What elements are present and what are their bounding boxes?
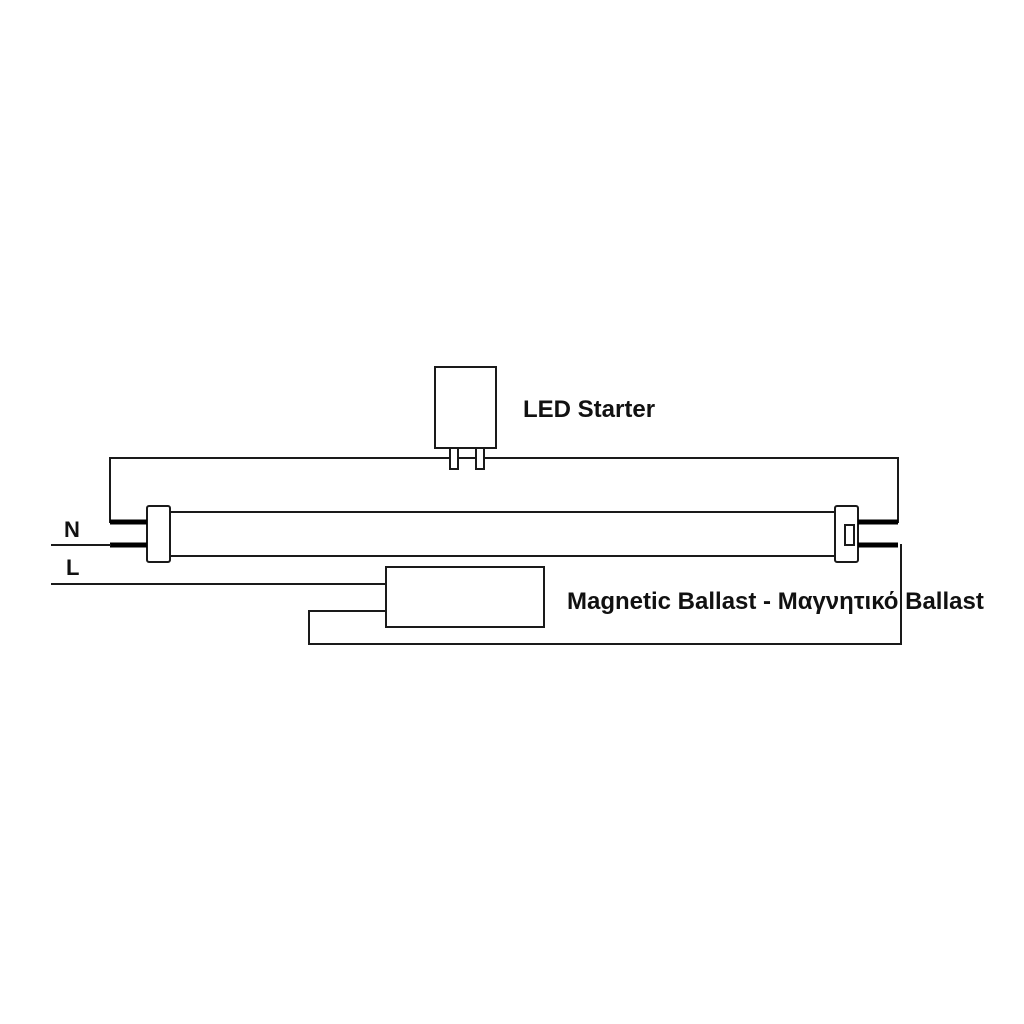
- tube-left-end-cap: [146, 505, 171, 563]
- ballast-return-wire: [308, 544, 902, 645]
- neutral-label: N: [64, 517, 80, 542]
- starter-pin-right: [475, 447, 485, 470]
- starter-label: LED Starter: [523, 396, 655, 423]
- live-label: L: [66, 555, 79, 580]
- led-tube: [169, 511, 836, 557]
- tube-right-end-cap-inner: [844, 524, 855, 546]
- ballast-label: Magnetic Ballast - Μαγνητικό Ballast: [567, 588, 984, 615]
- starter-pin-left: [449, 447, 459, 470]
- led-starter: [434, 366, 497, 449]
- starter-loop-wire: [109, 457, 899, 523]
- magnetic-ballast: [385, 566, 545, 628]
